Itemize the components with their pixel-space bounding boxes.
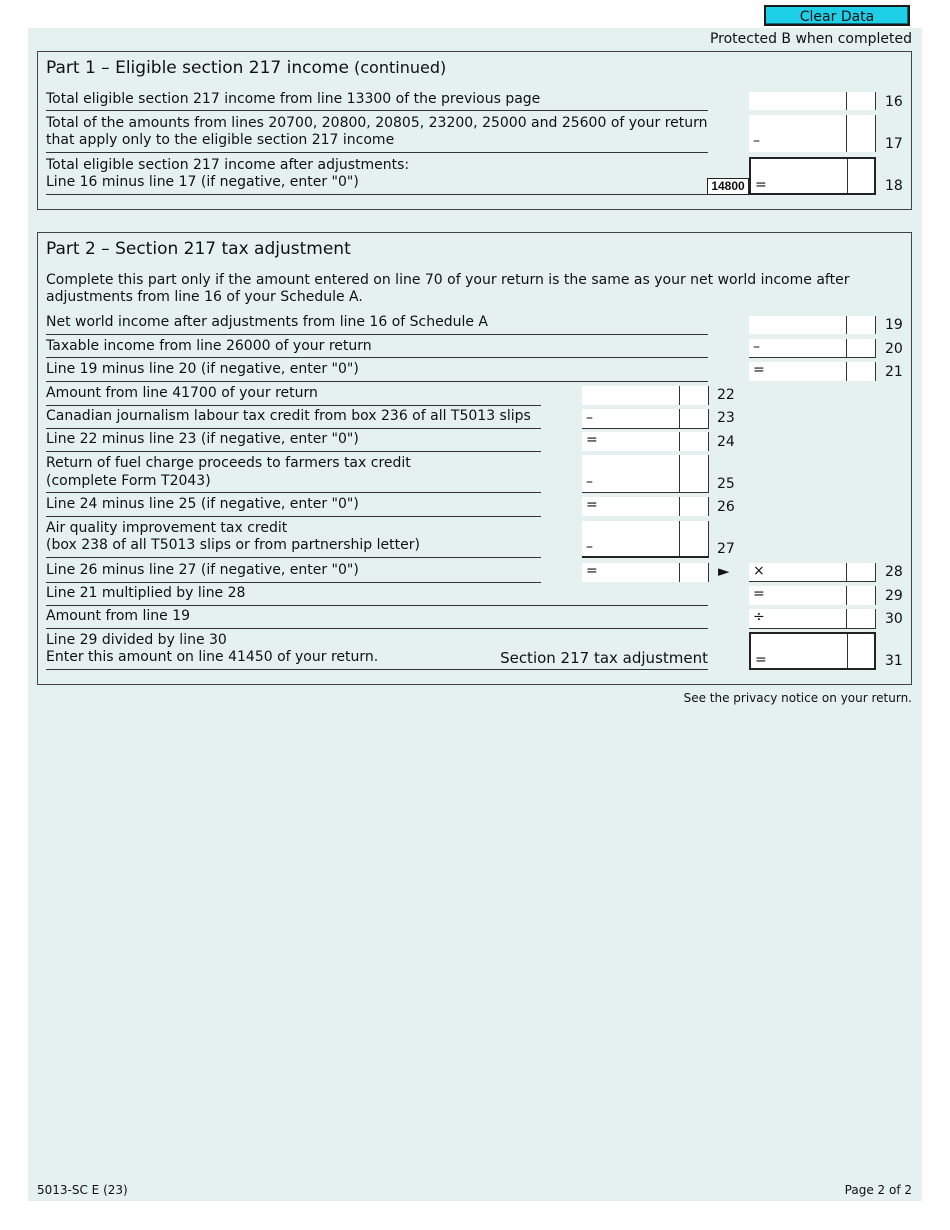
line24-label: Line 22 minus line 23 (if negative, ente… bbox=[46, 431, 359, 447]
clear-data-button[interactable]: Clear Data bbox=[764, 5, 910, 26]
line-number-27: 27 bbox=[717, 541, 735, 557]
line24-amount-field[interactable]: = bbox=[582, 432, 709, 451]
line-number-19: 19 bbox=[885, 317, 903, 333]
part1-section bbox=[37, 51, 912, 210]
line17-label-b: that apply only to the eligible section … bbox=[46, 132, 395, 148]
line-number-26: 26 bbox=[717, 499, 735, 515]
line-number-22: 22 bbox=[717, 387, 735, 403]
line31-label-b: Enter this amount on line 41450 of your … bbox=[46, 649, 379, 665]
line25-label-a: Return of fuel charge proceeds to farmer… bbox=[46, 455, 411, 471]
line17-label-a: Total of the amounts from lines 20700, 2… bbox=[46, 115, 708, 131]
divider bbox=[46, 516, 541, 517]
part2-intro-b: adjustments from line 16 of your Schedul… bbox=[46, 289, 363, 305]
line27-label-b: (box 238 of all T5013 slips or from part… bbox=[46, 537, 420, 553]
part2-title: Part 2 – Section 217 tax adjustment bbox=[46, 239, 351, 259]
line-code-14800: 14800 bbox=[707, 178, 749, 195]
line-number-20: 20 bbox=[885, 341, 903, 357]
divider bbox=[46, 669, 708, 670]
line26-amount-field[interactable]: = bbox=[582, 497, 709, 516]
line27-label-a: Air quality improvement tax credit bbox=[46, 520, 288, 536]
line16-amount-field[interactable] bbox=[749, 92, 876, 110]
line-number-23: 23 bbox=[717, 410, 735, 426]
line20-amount-field[interactable]: – bbox=[749, 339, 876, 358]
line28-left-amount-field[interactable]: = bbox=[582, 563, 709, 582]
line-number-24: 24 bbox=[717, 434, 735, 450]
line17-amount-field[interactable]: – bbox=[749, 115, 876, 152]
divider bbox=[46, 357, 708, 358]
line-number-30: 30 bbox=[885, 611, 903, 627]
part2-intro-a: Complete this part only if the amount en… bbox=[46, 272, 850, 288]
line-number-17: 17 bbox=[885, 136, 903, 152]
divider bbox=[46, 451, 541, 452]
line22-amount-field[interactable] bbox=[582, 386, 709, 405]
divider bbox=[46, 381, 708, 382]
protected-label: Protected B when completed bbox=[709, 31, 912, 47]
line28-amount-field[interactable]: × bbox=[749, 563, 876, 582]
page-number: Page 2 of 2 bbox=[844, 1183, 912, 1197]
line-number-29: 29 bbox=[885, 588, 903, 604]
line20-label: Taxable income from line 26000 of your r… bbox=[46, 338, 372, 354]
line18-label-b: Line 16 minus line 17 (if negative, ente… bbox=[46, 174, 359, 190]
line23-amount-field[interactable]: – bbox=[582, 409, 709, 429]
line22-label: Amount from line 41700 of your return bbox=[46, 385, 318, 401]
divider bbox=[46, 405, 541, 406]
divider bbox=[46, 605, 708, 606]
divider bbox=[46, 428, 541, 429]
line16-label: Total eligible section 217 income from l… bbox=[46, 91, 541, 107]
line25-amount-field[interactable]: – bbox=[582, 455, 709, 493]
part2-section bbox=[37, 232, 912, 685]
form-id: 5013-SC E (23) bbox=[37, 1183, 128, 1197]
line28-label: Line 26 minus line 27 (if negative, ente… bbox=[46, 562, 359, 578]
divider bbox=[46, 628, 708, 629]
line21-amount-field[interactable]: = bbox=[749, 362, 876, 381]
divider bbox=[46, 492, 541, 493]
line19-label: Net world income after adjustments from … bbox=[46, 314, 489, 330]
divider bbox=[46, 334, 708, 335]
line21-label: Line 19 minus line 20 (if negative, ente… bbox=[46, 361, 359, 377]
divider bbox=[46, 557, 541, 558]
line-number-18: 18 bbox=[885, 178, 903, 194]
line31-label-a: Line 29 divided by line 30 bbox=[46, 632, 227, 648]
line30-label: Amount from line 19 bbox=[46, 608, 191, 624]
line23-label: Canadian journalism labour tax credit fr… bbox=[46, 408, 531, 424]
line-number-31: 31 bbox=[885, 653, 903, 669]
line-number-16: 16 bbox=[885, 94, 903, 110]
line26-label: Line 24 minus line 25 (if negative, ente… bbox=[46, 496, 359, 512]
divider bbox=[46, 582, 541, 583]
line18-amount-field[interactable]: = bbox=[749, 157, 876, 195]
part1-title: Part 1 – Eligible section 217 income (co… bbox=[46, 58, 447, 78]
line-number-21: 21 bbox=[885, 364, 903, 380]
divider bbox=[46, 110, 708, 111]
line29-amount-field[interactable]: = bbox=[749, 586, 876, 605]
line30-amount-field[interactable]: ÷ bbox=[749, 609, 876, 629]
section-217-tax-adjustment-label: Section 217 tax adjustment bbox=[500, 649, 708, 667]
line29-label: Line 21 multiplied by line 28 bbox=[46, 585, 246, 601]
divider bbox=[46, 194, 708, 195]
privacy-notice: See the privacy notice on your return. bbox=[683, 691, 912, 705]
line27-amount-field[interactable]: – bbox=[582, 521, 709, 558]
line25-label-b: (complete Form T2043) bbox=[46, 473, 211, 489]
arrow-icon: ► bbox=[718, 562, 730, 580]
line19-amount-field[interactable] bbox=[749, 316, 876, 334]
line-number-28: 28 bbox=[885, 564, 903, 580]
divider bbox=[46, 152, 708, 153]
line31-amount-field[interactable]: = bbox=[749, 632, 876, 670]
line-number-25: 25 bbox=[717, 476, 735, 492]
line18-label-a: Total eligible section 217 income after … bbox=[46, 157, 410, 173]
